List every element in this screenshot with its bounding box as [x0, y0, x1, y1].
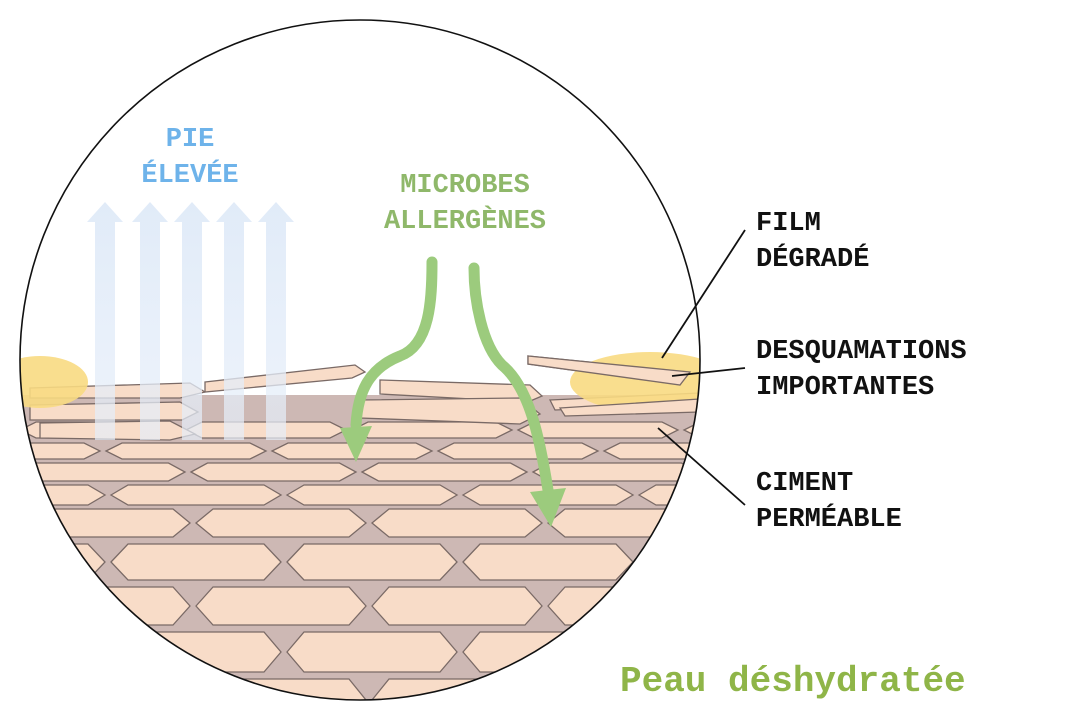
- tewl-arrow: [174, 202, 210, 440]
- skin-cell: [285, 484, 459, 506]
- skin-cell: [638, 543, 700, 581]
- microbe-arrows: [350, 256, 554, 496]
- microbes-label-line1: MICROBES: [400, 171, 530, 201]
- page-title: Peau déshydratée: [620, 661, 966, 702]
- flake: [39, 420, 197, 441]
- skin-cell: [462, 543, 634, 581]
- desquamations-label: DESQUAMATIONS IMPORTANTES: [756, 334, 967, 406]
- ciment-label: CIMENT PERMÉABLE: [756, 466, 902, 538]
- tewl-label-line2: ÉLEVÉE: [141, 161, 239, 191]
- lipid-film-left: [20, 356, 88, 408]
- skin-cell: [20, 484, 107, 506]
- microbes-label: MICROBES ALLERGÈNES: [335, 168, 595, 240]
- tewl-label: PIE ÉLEVÉE: [100, 122, 280, 194]
- skin-cell: [531, 462, 700, 482]
- tewl-arrows: [87, 202, 294, 440]
- skin-cell: [20, 678, 191, 700]
- skin-cell: [20, 508, 192, 538]
- skin-cell: [104, 442, 268, 460]
- desquamations-label-line2: IMPORTANTES: [756, 373, 935, 403]
- skin-cell: [350, 421, 514, 439]
- film-label: FILM DÉGRADÉ: [756, 206, 869, 278]
- microbe-arrow-right-head: [530, 488, 566, 527]
- tewl-arrow: [87, 202, 123, 440]
- tewl-arrow: [258, 202, 294, 440]
- skin-cell: [371, 586, 543, 626]
- flake: [527, 355, 692, 386]
- desquamations-label-line1: DESQUAMATIONS: [756, 337, 967, 367]
- skin-cell: [547, 586, 700, 626]
- microbe-arrow-left: [350, 256, 438, 431]
- leader-line-film: [661, 229, 746, 359]
- flake: [379, 379, 544, 403]
- skin-cell: [110, 631, 282, 673]
- skin-cell: [286, 543, 458, 581]
- skin-cell: [462, 631, 634, 673]
- leader-lines: [657, 229, 746, 506]
- leader-line-ciment: [657, 427, 746, 506]
- film-label-line2: DÉGRADÉ: [756, 245, 870, 275]
- skin-cell: [20, 586, 191, 626]
- ciment-label-line2: PERMÉABLE: [756, 505, 902, 535]
- skin-cell: [682, 421, 700, 439]
- skin-cell: [20, 462, 187, 482]
- skin-cell: [194, 508, 368, 538]
- leader-line-desquamations: [671, 367, 746, 377]
- skin-cell: [436, 442, 600, 460]
- microbe-arrow-right: [468, 262, 554, 496]
- microbe-arrow-left-head: [340, 426, 372, 462]
- film-label-line1: FILM: [756, 209, 821, 239]
- skin-cell: [370, 508, 544, 538]
- skin-cell: [110, 543, 282, 581]
- skin-cell: [360, 462, 529, 482]
- skin-cell: [189, 462, 358, 482]
- tewl-label-line1: PIE: [165, 125, 215, 155]
- skin-cell: [20, 631, 106, 673]
- skin-cell: [286, 631, 458, 673]
- skin-cell: [20, 442, 102, 460]
- skin-circle-outline: [19, 19, 701, 701]
- skin-cell: [724, 587, 894, 625]
- flake: [558, 398, 700, 417]
- microbes-label-line2: ALLERGÈNES: [383, 207, 547, 237]
- skin-cell: [109, 484, 283, 506]
- skin-cell: [546, 508, 700, 538]
- skin-cell: [195, 586, 367, 626]
- skin-cell: [20, 543, 106, 581]
- tewl-arrow: [216, 202, 252, 440]
- tewl-arrow: [132, 202, 168, 440]
- ciment-label-line1: CIMENT: [756, 469, 854, 499]
